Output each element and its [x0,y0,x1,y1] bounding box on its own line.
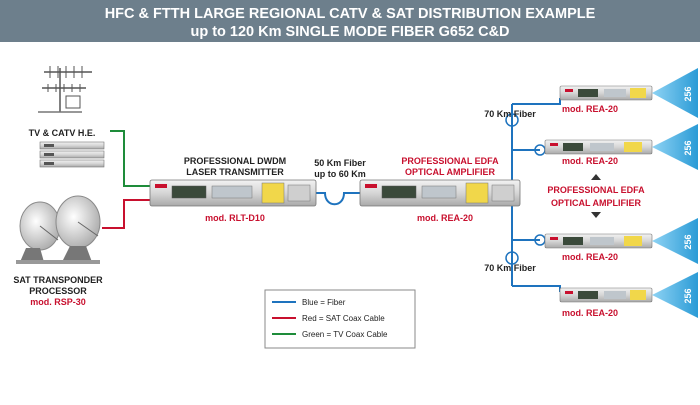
fiber-top-run [512,98,561,105]
headend-rack-icon [39,141,105,168]
remote-unit-3 [544,218,698,264]
fiber-coil-top [505,113,519,127]
fiber-bottom-run [512,285,561,292]
remote-model-4: mod. REA-20 [562,308,618,318]
headend-label: TV & CATV H.E. [29,128,96,138]
header-banner [0,0,700,42]
legend-box [264,289,416,349]
split-fan-icon [652,218,698,264]
fiber-bottom-label: 70 Km Fiber [484,263,536,273]
fiber-main-link [316,192,360,206]
legend-tv: Green = TV Coax Cable [302,330,388,339]
arrow-down-icon [591,212,601,218]
dwdm-transmitter-unit [149,179,317,207]
sat-label-line-1: SAT TRANSPONDER [13,275,103,285]
sat-coax-cable [102,199,152,229]
split-fan-icon [652,68,698,118]
title-line-2: up to 120 Km SINGLE MODE FIBER G652 C&D [190,24,509,40]
edfa-main-label-line-1: PROFESSIONAL EDFA [401,156,499,166]
remote-unit-2 [544,124,698,170]
split-count-1: 256 [683,86,693,101]
sat-label-line-2: PROCESSOR [29,286,87,296]
legend-fiber: Blue = Fiber [302,298,346,307]
split-fan-icon [652,124,698,170]
fiber-top-label: 70 Km Fiber [484,109,536,119]
transmitter-label-line-2: LASER TRANSMITTER [186,167,284,177]
tv-coax-cable [110,130,152,187]
edfa-main-unit [359,179,521,207]
split-count-2: 256 [683,140,693,155]
edfa-main-label-line-2: OPTICAL AMPLIFIER [405,167,496,177]
terrestrial-antenna-icon [38,66,92,113]
fiber-main-label-line-1: 50 Km Fiber [314,158,366,168]
remote-unit-1 [559,68,698,118]
legend-sat: Red = SAT Coax Cable [302,314,385,323]
transmitter-model: mod. RLT-D10 [205,213,265,223]
remote-model-3: mod. REA-20 [562,252,618,262]
transmitter-label-line-1: PROFESSIONAL DWDM [184,156,286,166]
arrow-up-icon [591,174,601,180]
edfa-right-label-line-1: PROFESSIONAL EDFA [547,185,645,195]
remote-model-1: mod. REA-20 [562,104,618,114]
edfa-main-model: mod. REA-20 [417,213,473,223]
fiber-main-label-line-2: up to 60 Km [314,169,366,179]
satellite-dish-icon [16,195,101,264]
split-count-3: 256 [683,234,693,249]
sat-model: mod. RSP-30 [30,297,86,307]
split-fan-icon [652,272,698,318]
fiber-coil-bottom [505,251,519,265]
split-count-4: 256 [683,288,693,303]
edfa-right-label-line-2: OPTICAL AMPLIFIER [551,198,642,208]
remote-unit-4 [559,272,698,318]
remote-model-2: mod. REA-20 [562,156,618,166]
title-line-1: HFC & FTTH LARGE REGIONAL CATV & SAT DIS… [105,6,596,22]
